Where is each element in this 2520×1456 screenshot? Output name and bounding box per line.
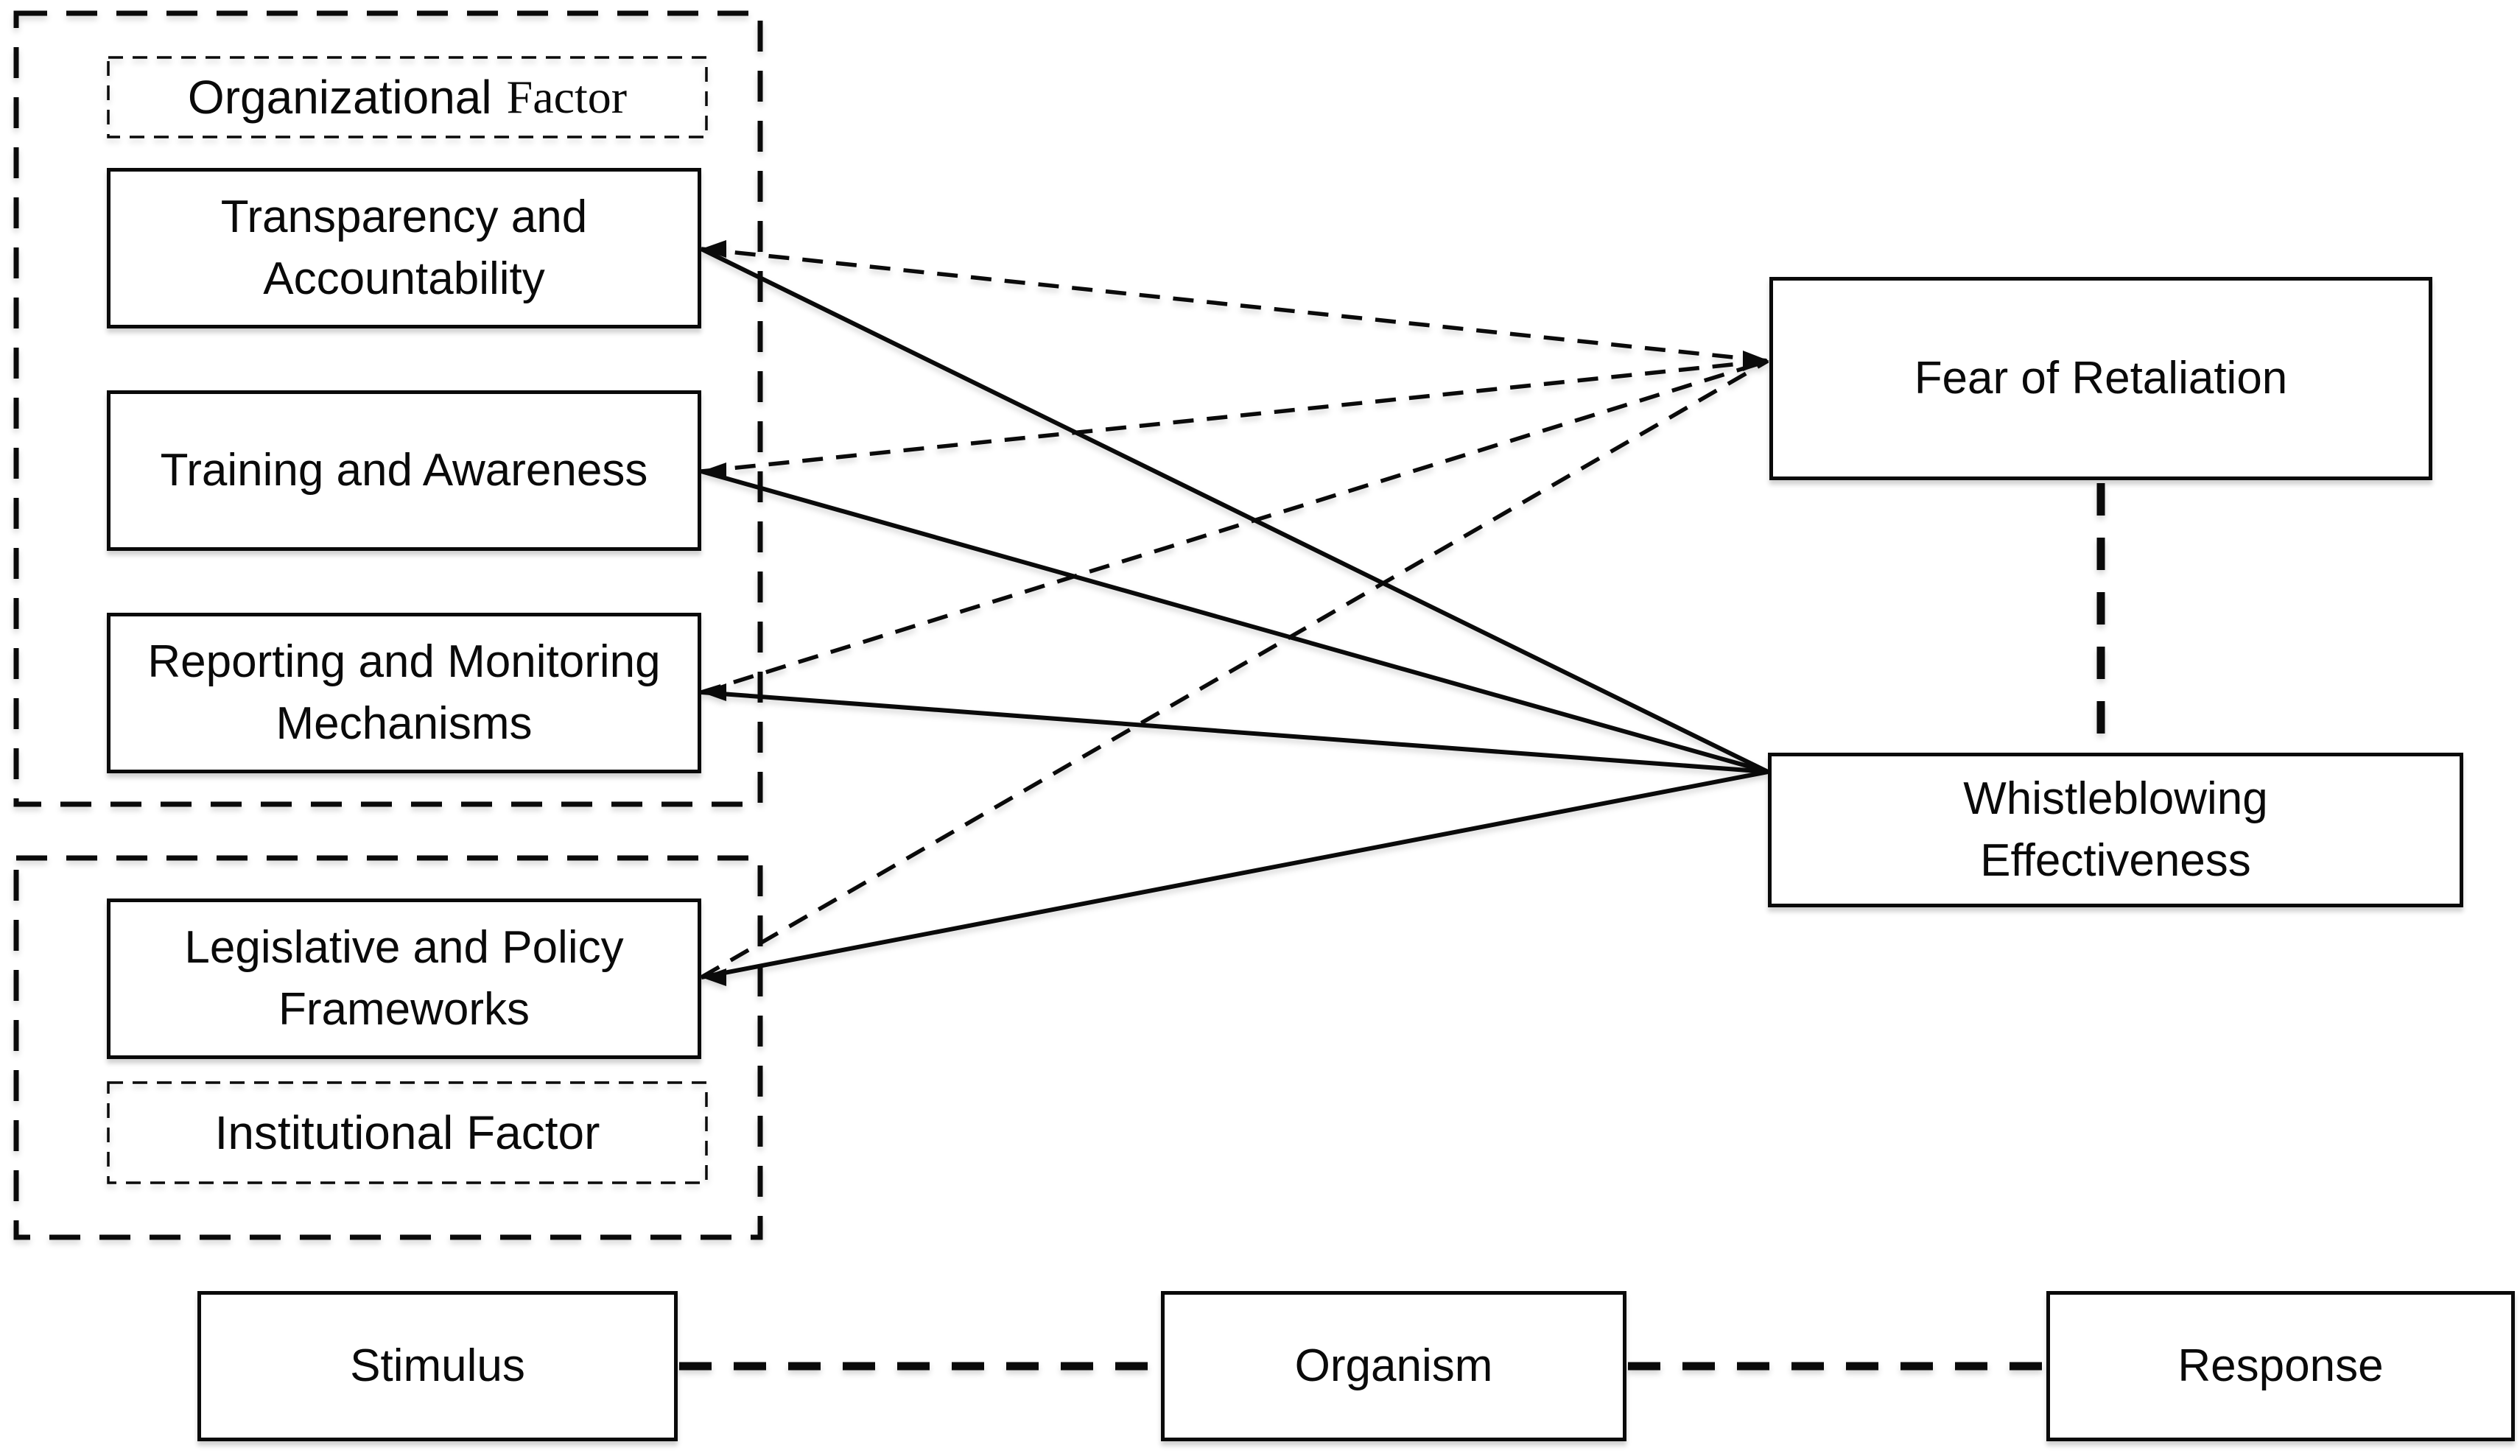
node-whistleblowing-effectiveness: Whistleblowing Effectiveness: [1768, 753, 2463, 907]
organizational-group-border: [13, 10, 763, 807]
node-label: Fear of Retaliation: [1914, 353, 2288, 404]
node-label: Response: [2177, 1340, 2384, 1392]
node-label: Transparency and Accountability: [220, 191, 588, 304]
arrowhead-source-training-icon: [701, 463, 726, 480]
arrowhead-source-transparency-icon: [701, 240, 726, 258]
edge-legislative-to-fear_of_retaliation: [700, 359, 1769, 980]
node-transparency-and-accountability: Transparency and Accountability: [107, 168, 701, 328]
institutional-group-border: [13, 855, 763, 1240]
node-label: Reporting and Monitoring Mechanisms: [147, 636, 661, 749]
node-reporting-and-monitoring-mechanisms: Reporting and Monitoring Mechanisms: [107, 613, 701, 773]
edge-training-to-fear_of_retaliation: [701, 359, 1769, 474]
edge-reporting-to-fear_of_retaliation: [701, 359, 1769, 694]
organizational-label-border: [107, 56, 708, 138]
arrowhead-source-legislative-icon: [701, 968, 726, 986]
organizational-label-serif: Factor: [506, 70, 628, 123]
organizational-label-sans: Organizational: [187, 70, 492, 124]
arrowhead-target-fear-of-retaliation-icon: [1743, 351, 1769, 371]
node-training-and-awareness: Training and Awareness: [107, 390, 701, 551]
edge-transparency-to-fear_of_retaliation: [701, 247, 1769, 363]
node-label: Whistleblowing Effectiveness: [1963, 773, 2268, 886]
node-label: Training and Awareness: [160, 445, 648, 496]
institutional-label-border: [107, 1081, 708, 1184]
node-legislative-and-policy-frameworks: Legislative and Policy Frameworks: [107, 898, 701, 1059]
group-label-institutional-factor: Institutional Factor: [108, 1083, 706, 1183]
node-response: Response: [2046, 1291, 2515, 1441]
edge-reporting-to-whistleblowing_effectiveness: [701, 690, 1769, 774]
node-label: Stimulus: [350, 1340, 525, 1392]
node-organism: Organism: [1161, 1291, 1626, 1441]
node-fear-of-retaliation: Fear of Retaliation: [1769, 277, 2432, 480]
node-label: Legislative and Policy Frameworks: [184, 922, 624, 1035]
group-label-organizational-factor: Organizational Factor: [108, 57, 706, 137]
node-label: Organism: [1294, 1340, 1493, 1392]
edge-transparency-to-whistleblowing_effectiveness: [700, 247, 1769, 774]
edge-training-to-whistleblowing_effectiveness: [701, 469, 1769, 774]
node-stimulus: Stimulus: [197, 1291, 678, 1441]
edges-group: [679, 247, 2105, 1371]
institutional-label-text: Institutional Factor: [214, 1105, 600, 1159]
arrowhead-source-reporting-icon: [701, 683, 726, 701]
edge-legislative-to-whistleblowing_effectiveness: [701, 770, 1769, 980]
